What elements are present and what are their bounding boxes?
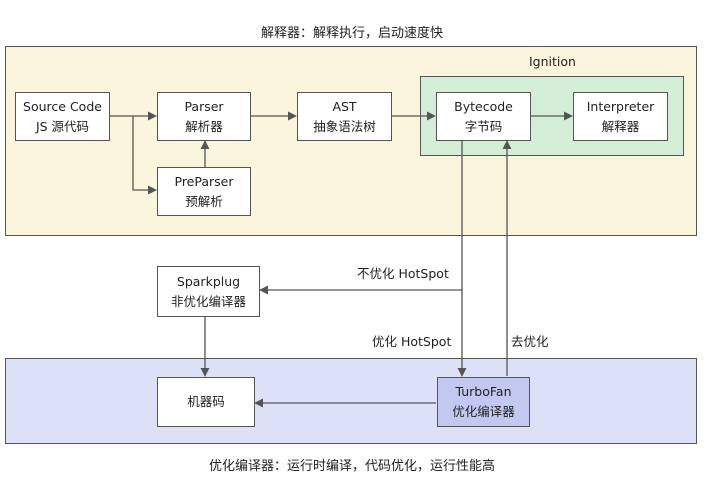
sparkplug-title: Sparkplug — [176, 273, 241, 289]
interpreter-title: Interpreter — [586, 98, 655, 114]
ignition-label: Ignition — [529, 54, 576, 69]
ast-title: AST — [332, 98, 357, 114]
turbofan-node: TurboFan 优化编译器 — [437, 377, 530, 427]
parser-title: Parser — [184, 98, 224, 114]
bytecode-subtitle: 字节码 — [464, 118, 503, 134]
preparser-title: PreParser — [174, 173, 234, 189]
parser-subtitle: 解析器 — [185, 118, 223, 134]
turbofan-title: TurboFan — [455, 384, 512, 399]
non-optimized-hotspot-label: 不优化 HotSpot — [357, 266, 449, 281]
sparkplug-subtitle: 非优化编译器 — [170, 293, 246, 309]
arrow-source-to-preparser — [132, 116, 157, 195]
bytecode-title: Bytecode — [454, 98, 513, 114]
source-code-title: Source Code — [23, 98, 102, 114]
parser-node: Parser 解析器 — [157, 92, 251, 141]
source-code-subtitle: JS 源代码 — [35, 118, 90, 134]
machine-code-node: 机器码 — [157, 377, 255, 427]
turbofan-subtitle: 优化编译器 — [452, 404, 515, 419]
optimized-hotspot-label: 优化 HotSpot — [372, 334, 452, 349]
interpreter-node: Interpreter 解释器 — [573, 92, 668, 141]
machine-code-title: 机器码 — [187, 394, 225, 409]
source-code-node: Source Code JS 源代码 — [15, 92, 110, 141]
optimizing-compiler-caption: 优化编译器：运行时编译，代码优化，运行性能高 — [208, 459, 495, 474]
preparser-node: PreParser 预解析 — [157, 167, 251, 216]
ast-node: AST 抽象语法树 — [297, 92, 392, 141]
sparkplug-node: Sparkplug 非优化编译器 — [157, 266, 260, 317]
interpreter-subtitle: 解释器 — [601, 118, 640, 134]
bytecode-node: Bytecode 字节码 — [436, 92, 531, 141]
preparser-subtitle: 预解析 — [185, 193, 223, 209]
deoptimize-label: 去优化 — [511, 334, 549, 349]
ast-subtitle: 抽象语法树 — [313, 118, 376, 134]
interpreter-caption: 解释器：解释执行，启动速度快 — [260, 26, 443, 41]
compiler-region — [5, 358, 697, 444]
